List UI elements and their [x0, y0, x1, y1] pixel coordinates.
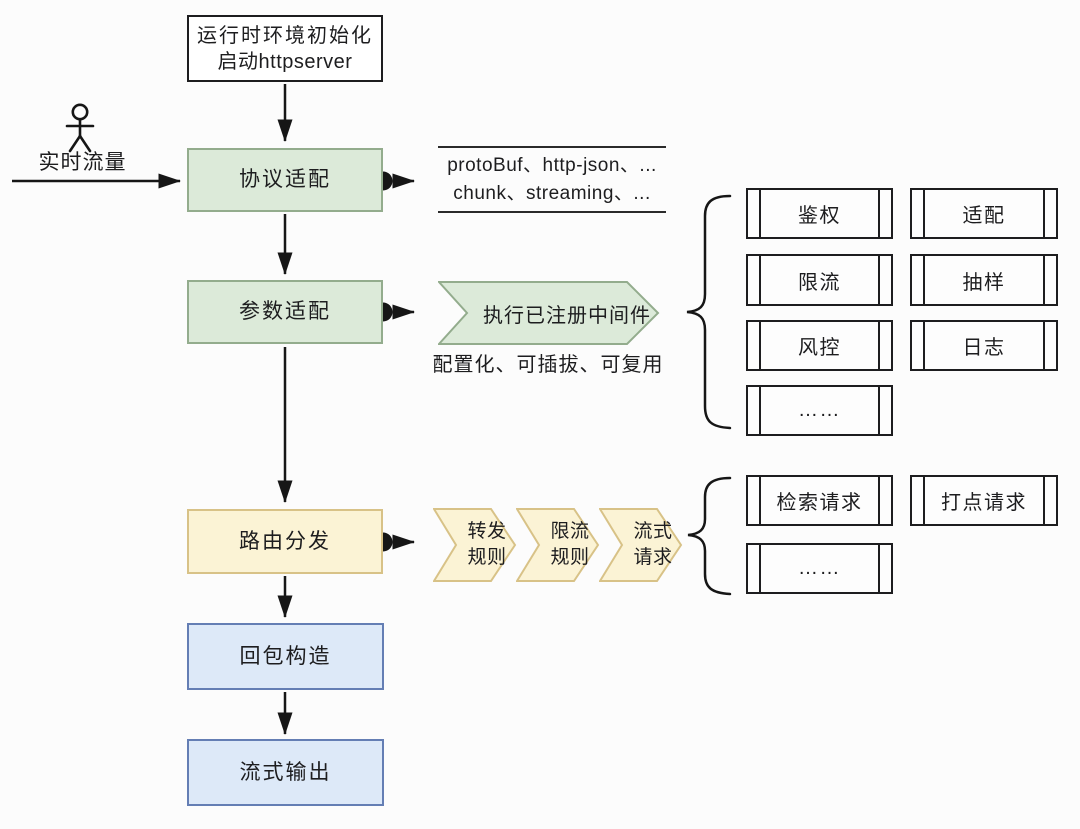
request-box-tracking: 打点请求	[910, 475, 1058, 526]
runtime-init-line2: 启动httpserver	[217, 50, 353, 73]
route-step-forward-rules: 转发 规则	[433, 508, 517, 582]
protocol-adapt-label: 协议适配	[239, 168, 331, 191]
middleware-label: 日志	[962, 337, 1006, 359]
traffic-label: 实时流量	[38, 151, 127, 174]
param-adapt-label: 参数适配	[239, 300, 331, 323]
route-step-streaming-request: 流式 请求	[599, 508, 683, 582]
route-step-line: 流式	[633, 521, 673, 542]
request-box-retrieval: 检索请求	[746, 475, 893, 526]
request-label: 检索请求	[776, 492, 863, 514]
node-route-dispatch: 路由分发	[187, 509, 383, 574]
middleware-caption: 配置化、可插拔、可复用	[432, 354, 664, 376]
response-build-label: 回包构造	[239, 644, 332, 668]
middleware-box-riskcontrol: 风控	[746, 320, 893, 371]
protocol-note-line1: protoBuf、http-json、...	[447, 154, 657, 176]
request-label: 打点请求	[941, 492, 1027, 514]
middleware-box-adapt: 适配	[910, 188, 1058, 239]
node-runtime-init: 运行时环境初始化 启动httpserver	[187, 15, 383, 82]
route-step-line: 请求	[633, 547, 673, 568]
middleware-exec-label: 执行已注册中间件	[483, 304, 651, 327]
middleware-box-ratelimit: 限流	[746, 254, 893, 306]
route-step-line: 转发	[467, 521, 507, 542]
request-box-more: ……	[746, 543, 893, 594]
middleware-exec-chevron: 执行已注册中间件	[438, 281, 660, 345]
middleware-label: ……	[798, 399, 841, 421]
middleware-label: 抽样	[962, 271, 1006, 294]
stream-output-label: 流式输出	[239, 760, 332, 784]
node-param-adapt: 参数适配	[187, 280, 383, 344]
route-step-line: 规则	[467, 547, 507, 568]
brace-middleware-group	[686, 194, 732, 430]
middleware-label: 限流	[798, 271, 841, 294]
protocol-note: protoBuf、http-json、... chunk、streaming、.…	[438, 146, 666, 213]
route-step-line: 限流	[550, 521, 590, 542]
route-dispatch-label: 路由分发	[239, 529, 331, 553]
protocol-note-line2: chunk、streaming、...	[453, 182, 651, 204]
middleware-box-more: ……	[746, 385, 893, 436]
middleware-label: 鉴权	[798, 205, 841, 227]
node-protocol-adapt: 协议适配	[187, 148, 383, 212]
route-step-line: 规则	[550, 547, 590, 568]
node-stream-output: 流式输出	[187, 739, 384, 806]
route-step-ratelimit-rules: 限流 规则	[516, 508, 600, 582]
middleware-box-auth: 鉴权	[746, 188, 893, 239]
node-response-build: 回包构造	[187, 623, 384, 690]
middleware-label: 适配	[962, 205, 1006, 227]
chevron-shape	[438, 281, 660, 345]
middleware-label: 风控	[798, 337, 841, 359]
middleware-box-logging: 日志	[910, 320, 1058, 371]
request-label: ……	[798, 557, 841, 579]
user-actor-icon	[65, 103, 95, 153]
runtime-init-line1: 运行时环境初始化	[197, 24, 373, 47]
middleware-box-sampling: 抽样	[910, 254, 1058, 306]
